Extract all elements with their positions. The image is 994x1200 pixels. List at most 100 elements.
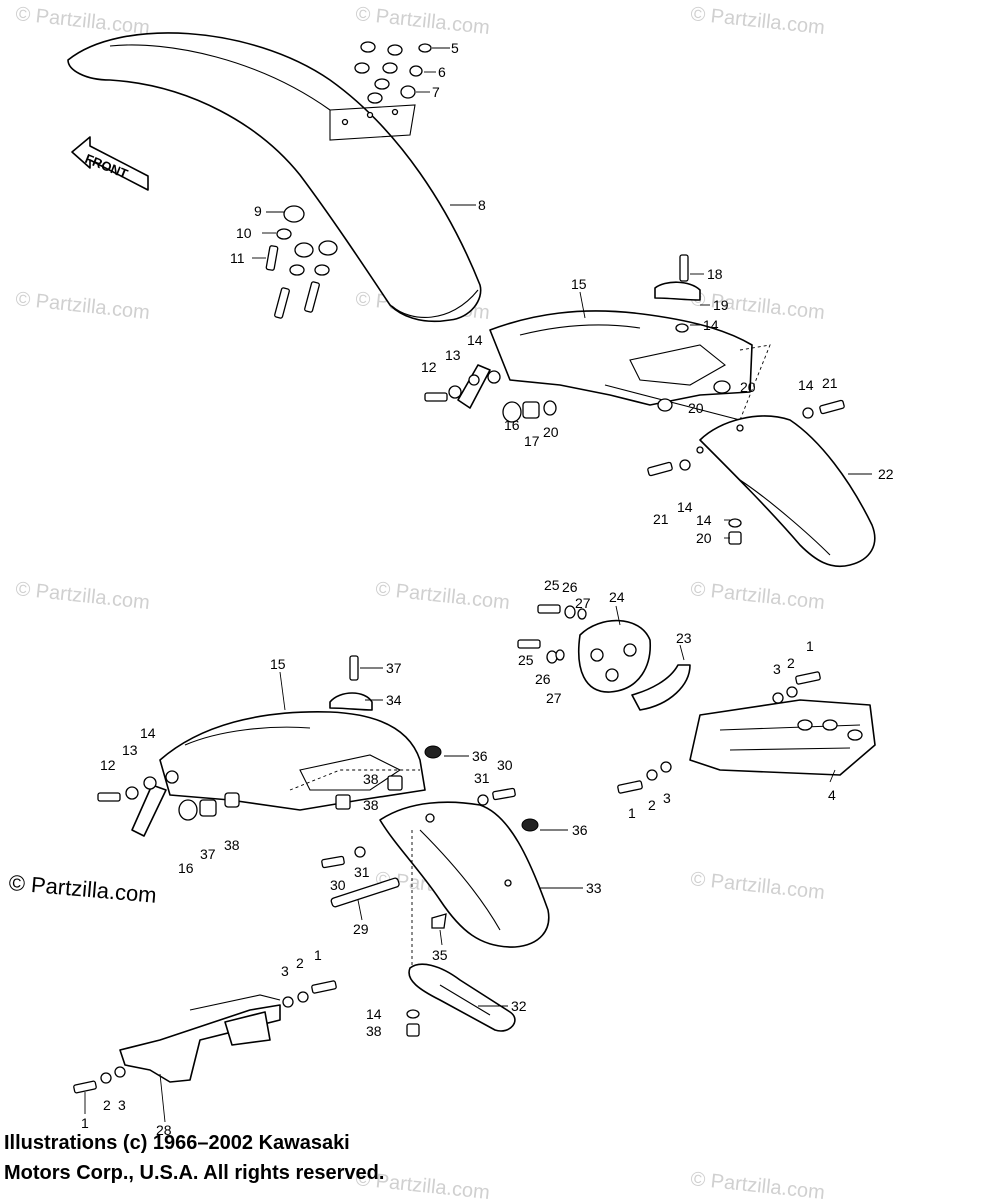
callout-1: 1 xyxy=(806,638,814,654)
callout-3: 3 xyxy=(118,1097,126,1113)
watermark: © Partzilla.com xyxy=(689,3,825,39)
hardware-bolt-12-upper xyxy=(424,385,462,402)
callout-2: 2 xyxy=(103,1097,111,1113)
callout-13: 13 xyxy=(445,347,461,363)
callout-34: 34 xyxy=(386,692,402,708)
callout-9: 9 xyxy=(254,203,262,219)
callout-14: 14 xyxy=(696,512,712,528)
rear-fender-bracket-lower xyxy=(131,770,179,837)
callout-21: 21 xyxy=(822,375,838,391)
callout-26: 26 xyxy=(562,579,578,595)
callout-37: 37 xyxy=(200,846,216,862)
callout-23: 23 xyxy=(676,630,692,646)
hardware-14-20-bottom xyxy=(728,518,742,545)
hardware-35 xyxy=(431,913,447,929)
callout-37: 37 xyxy=(386,660,402,676)
hardware-grommet-36 xyxy=(424,745,539,832)
callout-31: 31 xyxy=(474,770,490,786)
callout-10: 10 xyxy=(236,225,252,241)
rear-carrier-4 xyxy=(689,699,876,776)
hardware-mounting-set xyxy=(265,205,338,319)
callout-20: 20 xyxy=(688,400,704,416)
watermark: © Partzilla.com xyxy=(689,868,825,904)
callout-26: 26 xyxy=(535,671,551,687)
callout-12: 12 xyxy=(421,359,437,375)
callout-14: 14 xyxy=(703,317,719,333)
front-arrow-icon: FRONT xyxy=(71,136,149,191)
callout-15: 15 xyxy=(270,656,286,672)
callout-15: 15 xyxy=(571,276,587,292)
rear-carrier-28 xyxy=(119,994,281,1083)
hardware-bracket-18-19 xyxy=(654,254,701,333)
callout-3: 3 xyxy=(663,790,671,806)
tail-light-base-24 xyxy=(578,619,651,693)
callout-14: 14 xyxy=(366,1006,382,1022)
hardware-bolt-21-left xyxy=(647,459,691,477)
rear-fender-lower xyxy=(159,711,426,811)
hardware-nuts-20 xyxy=(657,380,731,412)
callout-12: 12 xyxy=(100,757,116,773)
callout-5: 5 xyxy=(451,40,459,56)
callout-27: 27 xyxy=(546,690,562,706)
rear-fender-upper xyxy=(489,310,771,421)
callout-numbers: 5 6 7 8 9 10 11 15 18 19 14 12 13 14 20 … xyxy=(81,40,894,1138)
rear-fender-33 xyxy=(379,801,550,948)
callout-3: 3 xyxy=(773,661,781,677)
hardware-25-26-27 xyxy=(517,604,587,664)
copyright-line-1: Illustrations (c) 1966–2002 Kawasaki xyxy=(4,1132,350,1154)
license-bracket-32 xyxy=(408,830,516,1032)
callout-33: 33 xyxy=(586,880,602,896)
callout-7: 7 xyxy=(432,84,440,100)
callout-20: 20 xyxy=(543,424,559,440)
callout-31: 31 xyxy=(354,864,370,880)
callout-29: 29 xyxy=(353,921,369,937)
leader-lines xyxy=(84,47,872,1123)
hardware-bolt-12-lower xyxy=(97,786,139,802)
hardware-bolt-29 xyxy=(330,877,400,908)
callout-21: 21 xyxy=(653,511,669,527)
hardware-14-38-bottom xyxy=(406,1009,420,1037)
tail-light-bracket-23 xyxy=(631,664,691,711)
callout-18: 18 xyxy=(707,266,723,282)
rear-flap-22 xyxy=(696,415,876,567)
watermark: © Partzilla.com xyxy=(14,288,150,324)
callout-22: 22 xyxy=(878,466,894,482)
callout-16: 16 xyxy=(178,860,194,876)
watermark: © Partzilla.com xyxy=(689,1168,825,1200)
rear-fender-bracket-upper xyxy=(457,364,501,409)
callout-14: 14 xyxy=(677,499,693,515)
callout-3: 3 xyxy=(281,963,289,979)
callout-38: 38 xyxy=(366,1023,382,1039)
callout-25: 25 xyxy=(544,577,560,593)
hardware-grommets-top xyxy=(354,41,432,104)
copyright-notice: Illustrations (c) 1966–2002 Kawasaki Mot… xyxy=(4,1128,384,1188)
callout-14: 14 xyxy=(140,725,156,741)
callout-20: 20 xyxy=(740,379,756,395)
callout-11: 11 xyxy=(230,250,245,266)
callout-19: 19 xyxy=(713,297,729,313)
callout-27: 27 xyxy=(575,595,591,611)
callout-20: 20 xyxy=(696,530,712,546)
callout-38: 38 xyxy=(363,771,379,787)
hardware-bushing-set-upper xyxy=(502,400,557,423)
callout-1: 1 xyxy=(81,1115,89,1131)
callout-25: 25 xyxy=(518,652,534,668)
callout-8: 8 xyxy=(478,197,486,213)
callout-30: 30 xyxy=(330,877,346,893)
hardware-bushing-set-lower xyxy=(178,792,240,821)
hardware-1-2-3-right xyxy=(617,671,821,794)
callout-38: 38 xyxy=(224,837,240,853)
callout-1: 1 xyxy=(628,805,636,821)
hardware-bolt-21-right xyxy=(802,399,845,419)
callout-2: 2 xyxy=(648,797,656,813)
callout-2: 2 xyxy=(787,655,795,671)
callout-4: 4 xyxy=(828,787,836,803)
callout-32: 32 xyxy=(511,998,527,1014)
hardware-bolt-30-31 xyxy=(321,787,516,869)
watermark: © Partzilla.com xyxy=(14,3,150,39)
copyright-line-2: Motors Corp., U.S.A. All rights reserved… xyxy=(4,1162,385,1184)
callout-28: 28 xyxy=(156,1122,172,1138)
watermark: © Partzilla.com xyxy=(14,578,150,614)
callout-14: 14 xyxy=(467,332,483,348)
callout-36: 36 xyxy=(572,822,588,838)
